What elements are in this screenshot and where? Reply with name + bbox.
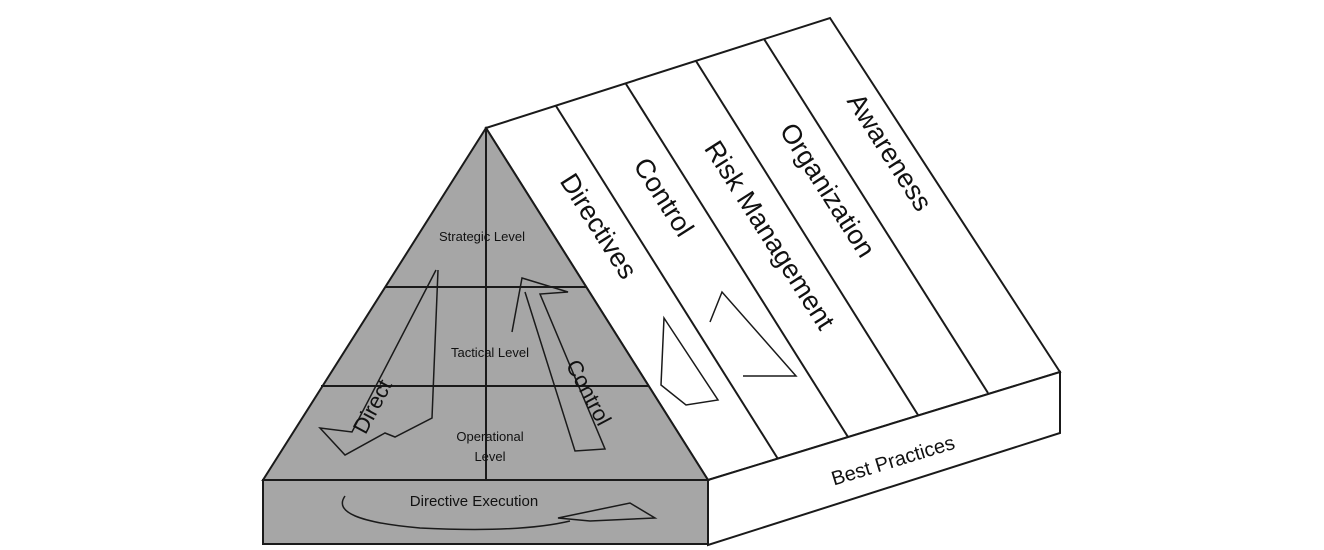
level-label-operational-line2: Level xyxy=(474,449,505,464)
stripe-divider xyxy=(625,83,849,438)
level-label-operational-line1: Operational xyxy=(456,429,523,444)
direct-arrow-shape xyxy=(318,269,439,456)
stripe-divider xyxy=(695,60,919,416)
stripe-divider xyxy=(763,38,989,394)
stripe-divider xyxy=(555,105,779,460)
directive-execution-label: Directive Execution xyxy=(410,493,538,510)
control-arrow-shape xyxy=(511,277,607,452)
pyramid xyxy=(261,126,710,545)
roof-arrows xyxy=(660,290,798,406)
execution-arrow xyxy=(341,495,658,531)
level-label-strategic: Strategic Level xyxy=(439,229,525,244)
execution-arrow-head xyxy=(557,502,658,522)
pyramid-base xyxy=(262,479,709,545)
roof-down-arrow xyxy=(660,315,720,406)
roof-up-arrow xyxy=(709,290,798,377)
best-practices-roof xyxy=(484,16,1062,547)
pyramid-level-labels: Strategic Level Tactical Level Operation… xyxy=(439,229,529,464)
execution-arrow-curve xyxy=(341,495,571,531)
level-label-tactical: Tactical Level xyxy=(451,345,529,360)
